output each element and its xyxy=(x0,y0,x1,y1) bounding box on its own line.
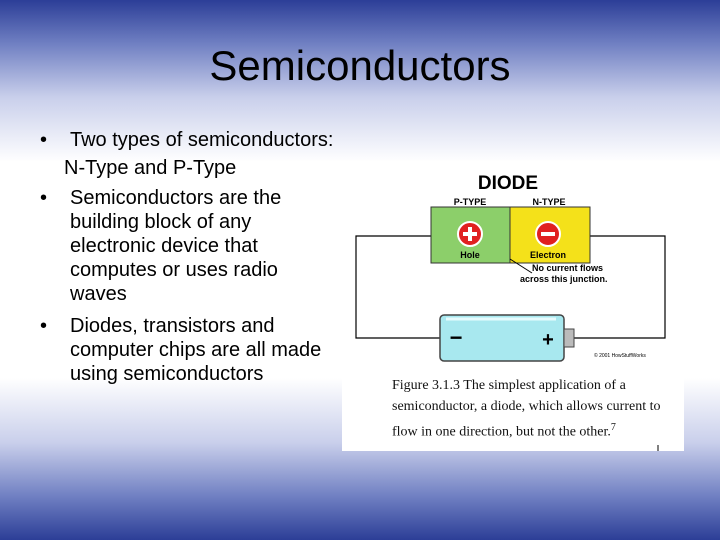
figure-caption: Figure 3.1.3 The simplest application of… xyxy=(392,375,682,443)
bullet-text: Diodes, transistors and computer chips a… xyxy=(70,315,322,385)
bullet-dot: • xyxy=(40,315,48,337)
bullet-item: • Diodes, transistors and computer chips… xyxy=(40,314,340,386)
slide-title: Semiconductors xyxy=(209,42,511,89)
battery-plus-label: + xyxy=(542,329,554,351)
hole-label: Hole xyxy=(460,250,480,260)
bullet-item: • Semiconductors are the building block … xyxy=(40,186,340,306)
diode-heading: DIODE xyxy=(478,173,538,194)
circuit-wire-right xyxy=(574,235,666,339)
n-type-label: N-TYPE xyxy=(532,197,565,207)
circuit-wire-left xyxy=(355,235,440,339)
junction-pointer xyxy=(509,258,533,274)
electron-label: Electron xyxy=(530,250,566,260)
p-type-label: P-TYPE xyxy=(454,197,487,207)
bullet-list: • Two types of semiconductors: N-Type an… xyxy=(40,128,340,394)
figure-caption-text: Figure 3.1.3 The simplest application of… xyxy=(392,378,661,440)
bullet-subline: N-Type and P-Type xyxy=(64,157,237,179)
diode-diagram: DIODE P-TYPE N-TYPE Hole Electron No cur… xyxy=(355,173,666,451)
hole-plus-icon xyxy=(457,221,483,247)
figure-caption-ref: 7 xyxy=(610,422,616,433)
bullet-text: Two types of semiconductors: xyxy=(70,129,334,151)
bullet-text: Semiconductors are the building block of… xyxy=(70,187,282,305)
bullet-item: • Two types of semiconductors: xyxy=(40,128,340,152)
diode-figure: DIODE P-TYPE N-TYPE Hole Electron No cur… xyxy=(342,163,684,451)
bullet-dot: • xyxy=(40,187,48,209)
battery-icon xyxy=(439,314,575,362)
battery-minus-label: − xyxy=(450,325,463,350)
bullet-dot: • xyxy=(40,129,48,151)
junction-note-line1: No current flows xyxy=(532,263,603,273)
junction-note-line2: across this junction. xyxy=(520,274,608,284)
copyright-note: © 2001 HowStuffWorks xyxy=(594,352,646,359)
electron-minus-icon xyxy=(535,221,561,247)
